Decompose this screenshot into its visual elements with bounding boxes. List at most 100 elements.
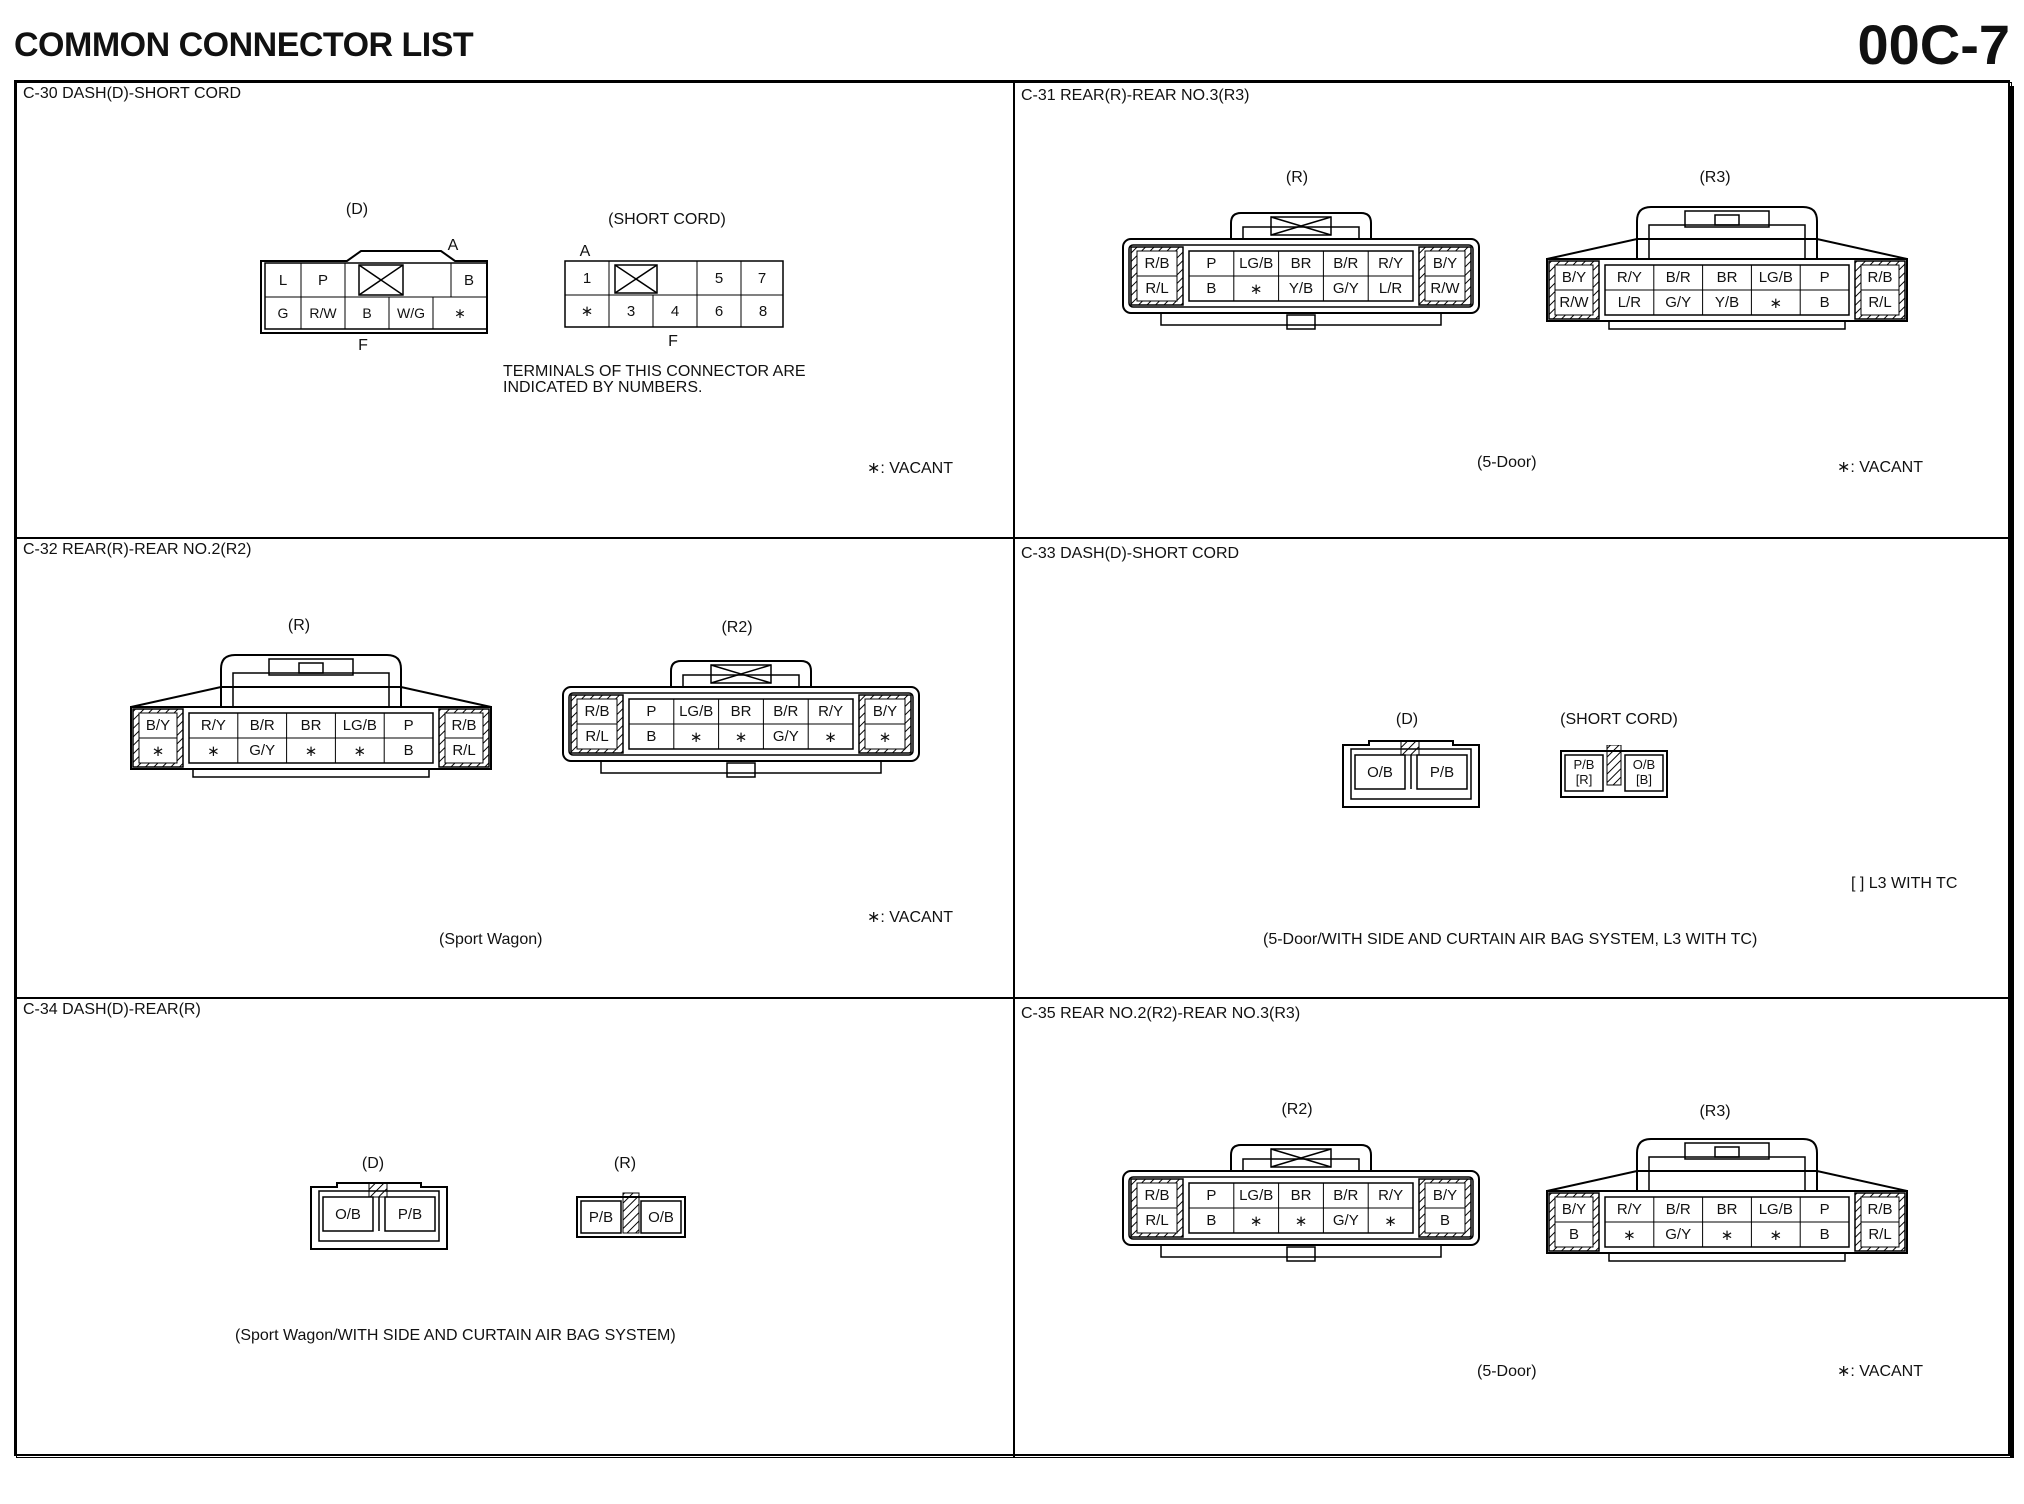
connector-label-r: (R)	[613, 1155, 637, 1172]
connector-label-short-cord: (SHORT CORD)	[608, 211, 726, 228]
variant-caption: (5-Door)	[1477, 1363, 1537, 1380]
pin-cell: ∗	[1720, 1226, 1734, 1244]
connector-label-r2: (R2)	[721, 619, 753, 636]
panel-c30: C-30 DASH(D)-SHORT CORD (D) (SHORT CORD)…	[16, 82, 1014, 538]
pin-cell: [R]	[1575, 771, 1593, 787]
pin-cell: O/B	[335, 1205, 361, 1223]
pin-cell: P	[1819, 1201, 1830, 1218]
panel-c35: C-35 REAR NO.2(R2)-REAR NO.3(R3) (R2) (R…	[1014, 998, 2012, 1458]
pin-cell: R/B	[1867, 269, 1893, 286]
pin-cell: B	[362, 305, 372, 321]
pin-cell: R/L	[1868, 294, 1892, 311]
pin-cell: G/Y	[1332, 280, 1359, 297]
connector-c33-short-cord: P/B[R]O/B[B]	[1559, 745, 1669, 801]
pin-cell: B/Y	[1432, 255, 1458, 272]
pin-cell: ∗	[353, 742, 367, 760]
pin-cell: O/B	[1632, 756, 1656, 772]
pin-cell: ∗	[1769, 294, 1783, 312]
pin-cell: B	[403, 742, 414, 759]
pin-cell: ∗	[151, 742, 165, 760]
pin-cell: G/Y	[772, 728, 799, 745]
pin-cell: ∗	[454, 304, 466, 321]
pin-cell: P	[403, 717, 414, 734]
pin-cell: LG/B	[1758, 269, 1793, 286]
terminal-mark-a: A	[579, 243, 591, 260]
pin-cell: G	[277, 305, 289, 321]
vacant-note: ∗: VACANT	[867, 909, 954, 926]
connector-outline	[1122, 212, 1480, 330]
pin-cell: R/Y	[1616, 269, 1642, 286]
pin-cell: ∗	[580, 303, 594, 320]
pin-cell: L	[278, 271, 288, 289]
pin-cell: B/R	[1333, 255, 1359, 272]
connector-label-r: (R)	[1285, 169, 1309, 186]
pin-cell: R/Y	[200, 717, 226, 734]
connector-outline	[310, 1182, 448, 1250]
pin-cell: R/L	[1145, 1212, 1169, 1229]
pin-cell: P/B	[1573, 756, 1595, 772]
pin-cell: LG/B	[1239, 1187, 1274, 1204]
pin-cell: R/Y	[818, 703, 844, 720]
pin-cell: ∗	[1623, 1226, 1636, 1244]
pin-cell: P	[1819, 269, 1830, 286]
pin-cell: P/B	[1429, 763, 1455, 781]
vacant-note: ∗: VACANT	[1837, 459, 1924, 476]
panel-title: C-30 DASH(D)-SHORT CORD	[23, 85, 242, 102]
legend-note: [ ] L3 WITH TC	[1851, 875, 1958, 892]
pin-cell: B	[1819, 294, 1830, 311]
pin-cell: ∗	[1769, 1226, 1783, 1244]
connector-outline	[1122, 1144, 1480, 1262]
pin-cell: G/Y	[249, 742, 276, 759]
pin-cell: P/B	[588, 1208, 614, 1226]
pin-cell: R/Y	[1616, 1201, 1642, 1218]
pin-cell: ∗	[878, 728, 892, 746]
pin-cell: R/B	[584, 703, 610, 720]
pin-cell: B/Y	[1561, 1201, 1587, 1218]
pin-cell: P	[317, 271, 328, 289]
pin-cell: LG/B	[1239, 255, 1274, 272]
pin-cell: R/L	[452, 742, 476, 759]
pin-cell: R/L	[1868, 1226, 1892, 1243]
pin-cell: ∗	[207, 742, 220, 760]
pin-cell: ∗	[1294, 1212, 1308, 1230]
variant-caption: (Sport Wagon)	[439, 931, 543, 948]
pin-cell: BR	[1716, 1201, 1738, 1218]
pin-cell: 3	[626, 302, 636, 320]
connector-label-r3: (R3)	[1699, 1103, 1731, 1120]
pin-cell: B	[646, 728, 657, 745]
pin-cell: R/W	[1559, 294, 1589, 311]
pin-cell: B/R	[1665, 269, 1691, 286]
pin-cell: O/B	[1367, 763, 1393, 781]
connector-outline	[1342, 740, 1480, 808]
pin-cell: R/W	[309, 305, 337, 321]
connector-label-short-cord: (SHORT CORD)	[1560, 711, 1678, 728]
pin-cell: 8	[758, 302, 768, 320]
terminal-mark-a: A	[447, 237, 459, 254]
connector-sheet: C-30 DASH(D)-SHORT CORD (D) (SHORT CORD)…	[14, 80, 2014, 1458]
terminal-mark-f: F	[668, 333, 678, 350]
panel-c32: C-32 REAR(R)-REAR NO.2(R2) (R) (R2) B/Y∗…	[16, 538, 1014, 998]
pin-cell: B/R	[1665, 1201, 1691, 1218]
vacant-note: ∗: VACANT	[867, 460, 954, 477]
pin-cell: B/R	[249, 717, 275, 734]
terminal-note: INDICATED BY NUMBERS.	[503, 379, 703, 396]
pin-cell: R/Y	[1378, 1187, 1404, 1204]
pin-cell: R/Y	[1378, 255, 1404, 272]
pin-cell: B	[1439, 1212, 1450, 1229]
pin-cell: B	[1206, 1212, 1217, 1229]
connector-outline	[576, 1192, 686, 1238]
panel-title: C-33 DASH(D)-SHORT CORD	[1021, 545, 1240, 562]
connector-label-r3: (R3)	[1699, 169, 1731, 186]
pin-cell: ∗	[824, 728, 837, 746]
connector-label-d: (D)	[361, 1155, 385, 1172]
connector-label-r2: (R2)	[1281, 1101, 1313, 1118]
panel-title: C-34 DASH(D)-REAR(R)	[23, 1001, 201, 1018]
connector-label-d: (D)	[1395, 711, 1419, 728]
